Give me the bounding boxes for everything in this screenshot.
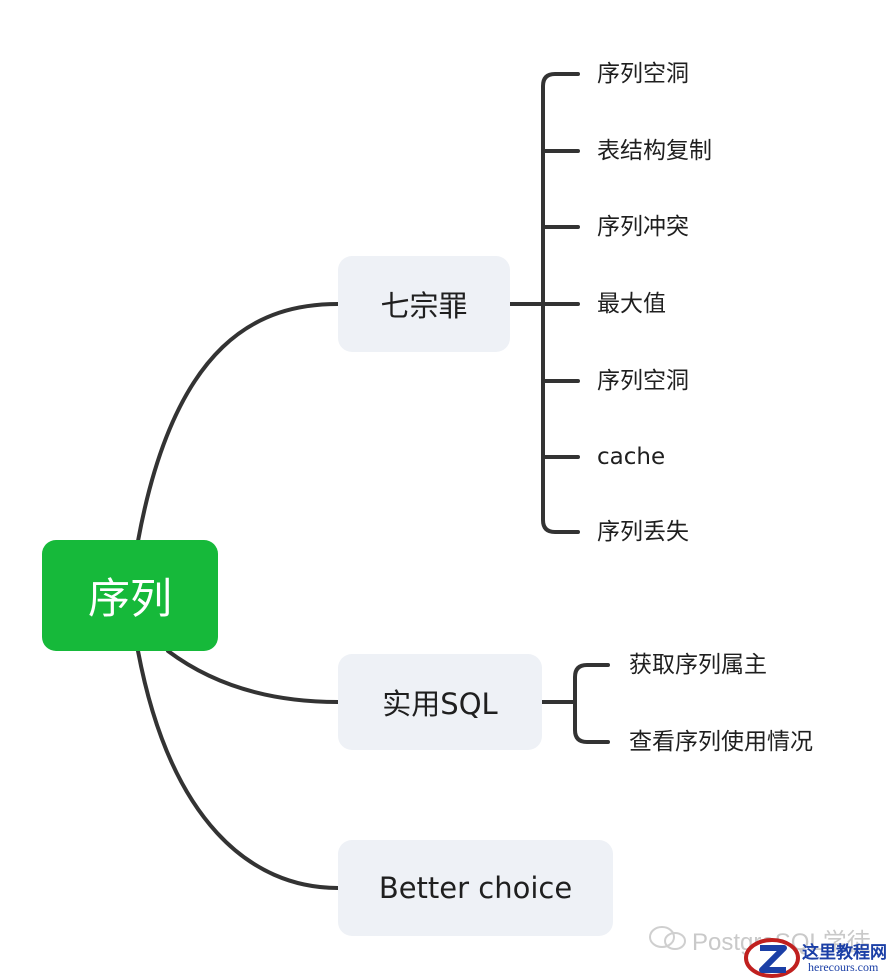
connector-root-to-qizongzui: [136, 302, 340, 543]
wechat-icon: [649, 926, 686, 950]
root-label: 序列: [87, 574, 172, 623]
leaf-node[interactable]: 序列空洞: [597, 368, 689, 394]
logo-subtitle: herecours.com: [808, 960, 879, 974]
connector-root-to-better-choice: [136, 649, 340, 890]
branch-label: 实用SQL: [382, 687, 498, 721]
connector-root-to-shiyongsql: [166, 649, 340, 704]
leaf-node[interactable]: 查看序列使用情况: [629, 729, 813, 755]
leaf-node[interactable]: 序列冲突: [597, 214, 689, 240]
leaf-node[interactable]: 表结构复制: [597, 138, 712, 164]
bracket-shiyongsql: [540, 663, 610, 744]
branch-node-better-choice[interactable]: Better choice: [338, 840, 613, 936]
branch-label: 七宗罪: [380, 289, 468, 323]
bracket-qizongzui: [508, 72, 580, 534]
branch-label: Better choice: [378, 871, 573, 905]
leaf-node[interactable]: 获取序列属主: [629, 652, 767, 678]
branch-node-qizongzui[interactable]: 七宗罪: [338, 256, 510, 352]
site-logo-icon: [744, 938, 800, 978]
branch-node-shiyongsql[interactable]: 实用SQL: [338, 654, 542, 750]
leaf-node[interactable]: 序列丢失: [597, 519, 689, 545]
logo-title: 这里教程网: [802, 943, 887, 962]
leaf-node[interactable]: 序列空洞: [597, 61, 689, 87]
leaf-node[interactable]: cache: [597, 444, 666, 470]
leaf-node[interactable]: 最大值: [597, 291, 666, 317]
root-node[interactable]: 序列: [42, 540, 218, 651]
